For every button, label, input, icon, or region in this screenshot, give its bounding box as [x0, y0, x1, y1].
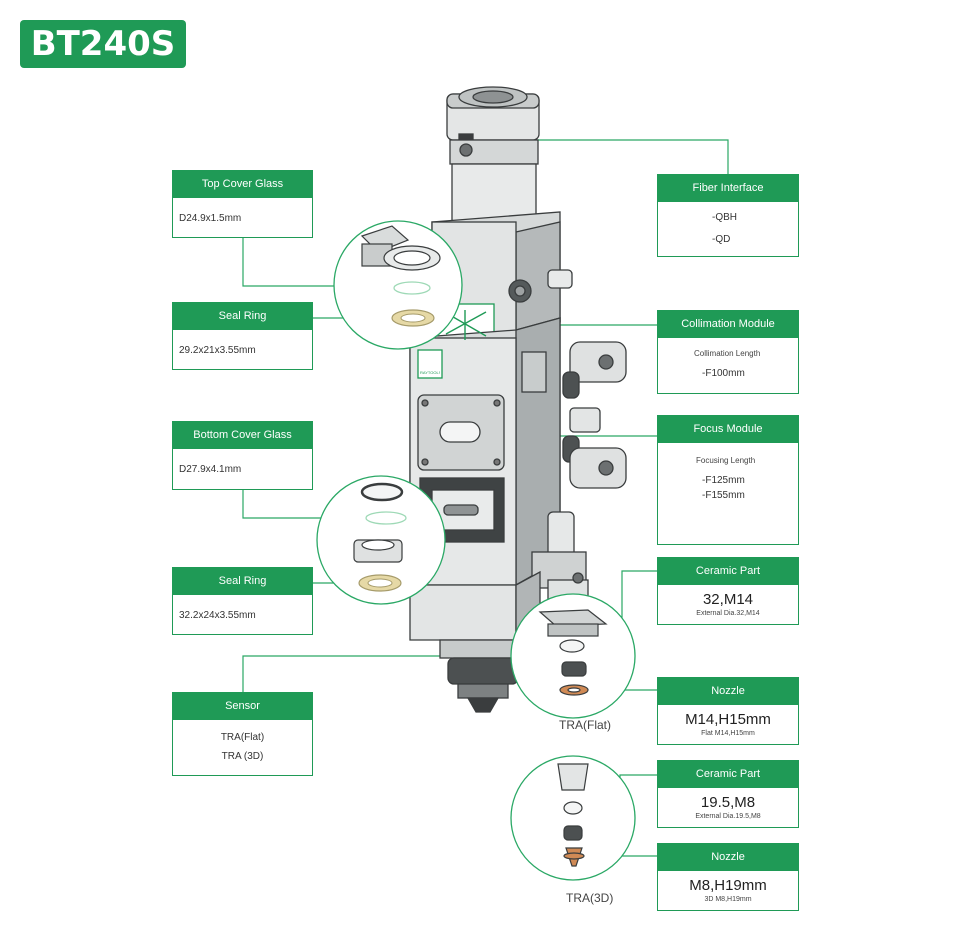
card-value: -QBH: [712, 212, 737, 223]
card-collimation-module: Collimation Module Collimation Length -F…: [657, 310, 799, 394]
card-value: TRA (3D): [221, 751, 264, 762]
device-brand-mark: RAYTOOLS: [420, 370, 440, 375]
caption-tra-flat: TRA(Flat): [559, 718, 611, 732]
card-value-small: External Dia.19.5,M8: [695, 813, 761, 820]
card-value-small: Flat M14,H15mm: [701, 730, 755, 737]
card-bottom-cover-glass: Bottom Cover Glass D27.9x4.1mm: [172, 421, 313, 490]
zoom-circle-3d: [510, 755, 636, 881]
card-ceramic-3d: Ceramic Part 19.5,M8 External Dia.19.5,M…: [657, 760, 799, 828]
card-ceramic-flat: Ceramic Part 32,M14 External Dia.32,M14: [657, 557, 799, 625]
card-header: Ceramic Part: [658, 761, 798, 788]
card-value-small: 3D M8,H19mm: [704, 896, 752, 903]
card-header: Seal Ring: [173, 568, 312, 595]
card-header: Ceramic Part: [658, 558, 798, 585]
card-value-big: 32,M14: [702, 591, 754, 608]
caption-tra-3d: TRA(3D): [566, 891, 614, 905]
card-header: Collimation Module: [658, 311, 798, 338]
card-sensor: Sensor TRA(Flat) TRA (3D): [172, 692, 313, 776]
card-value: D24.9x1.5mm: [179, 213, 242, 224]
card-value: TRA(Flat): [220, 732, 265, 743]
zoom-circle-bottom: [316, 475, 446, 605]
card-top-cover-glass: Top Cover Glass D24.9x1.5mm: [172, 170, 313, 238]
card-fiber-interface: Fiber Interface -QBH -QD: [657, 174, 799, 257]
card-focus-module: Focus Module Focusing Length -F125mm -F1…: [657, 415, 799, 545]
card-value: -F125mm: [702, 475, 745, 486]
product-title: BT240S: [20, 20, 186, 68]
card-header: Seal Ring: [173, 303, 312, 330]
card-value: -F100mm: [702, 368, 745, 379]
card-header: Nozzle: [658, 844, 798, 871]
card-value-big: 19.5,M8: [700, 794, 756, 811]
card-value-small: External Dia.32,M14: [696, 610, 760, 617]
card-sub: Collimation Length: [694, 349, 761, 358]
card-seal-ring-bottom: Seal Ring 32.2x24x3.55mm: [172, 567, 313, 635]
card-value: -F155mm: [702, 490, 745, 501]
card-value-big: M8,H19mm: [689, 877, 767, 894]
card-value: 32.2x24x3.55mm: [179, 610, 256, 621]
card-header: Sensor: [173, 693, 312, 720]
card-value-big: M14,H15mm: [685, 711, 771, 728]
card-header: Bottom Cover Glass: [173, 422, 312, 449]
card-value: 29.2x21x3.55mm: [179, 345, 256, 356]
card-seal-ring-top: Seal Ring 29.2x21x3.55mm: [172, 302, 313, 370]
card-sub: Focusing Length: [696, 456, 756, 465]
card-value: -QD: [712, 234, 731, 245]
zoom-circle-flat: [510, 593, 636, 719]
card-header: Top Cover Glass: [173, 171, 312, 198]
card-header: Fiber Interface: [658, 175, 798, 202]
card-header: Nozzle: [658, 678, 798, 705]
zoom-circle-top: [333, 220, 463, 350]
card-header: Focus Module: [658, 416, 798, 443]
card-nozzle-3d: Nozzle M8,H19mm 3D M8,H19mm: [657, 843, 799, 911]
card-nozzle-flat: Nozzle M14,H15mm Flat M14,H15mm: [657, 677, 799, 745]
card-value: D27.9x4.1mm: [179, 464, 242, 475]
